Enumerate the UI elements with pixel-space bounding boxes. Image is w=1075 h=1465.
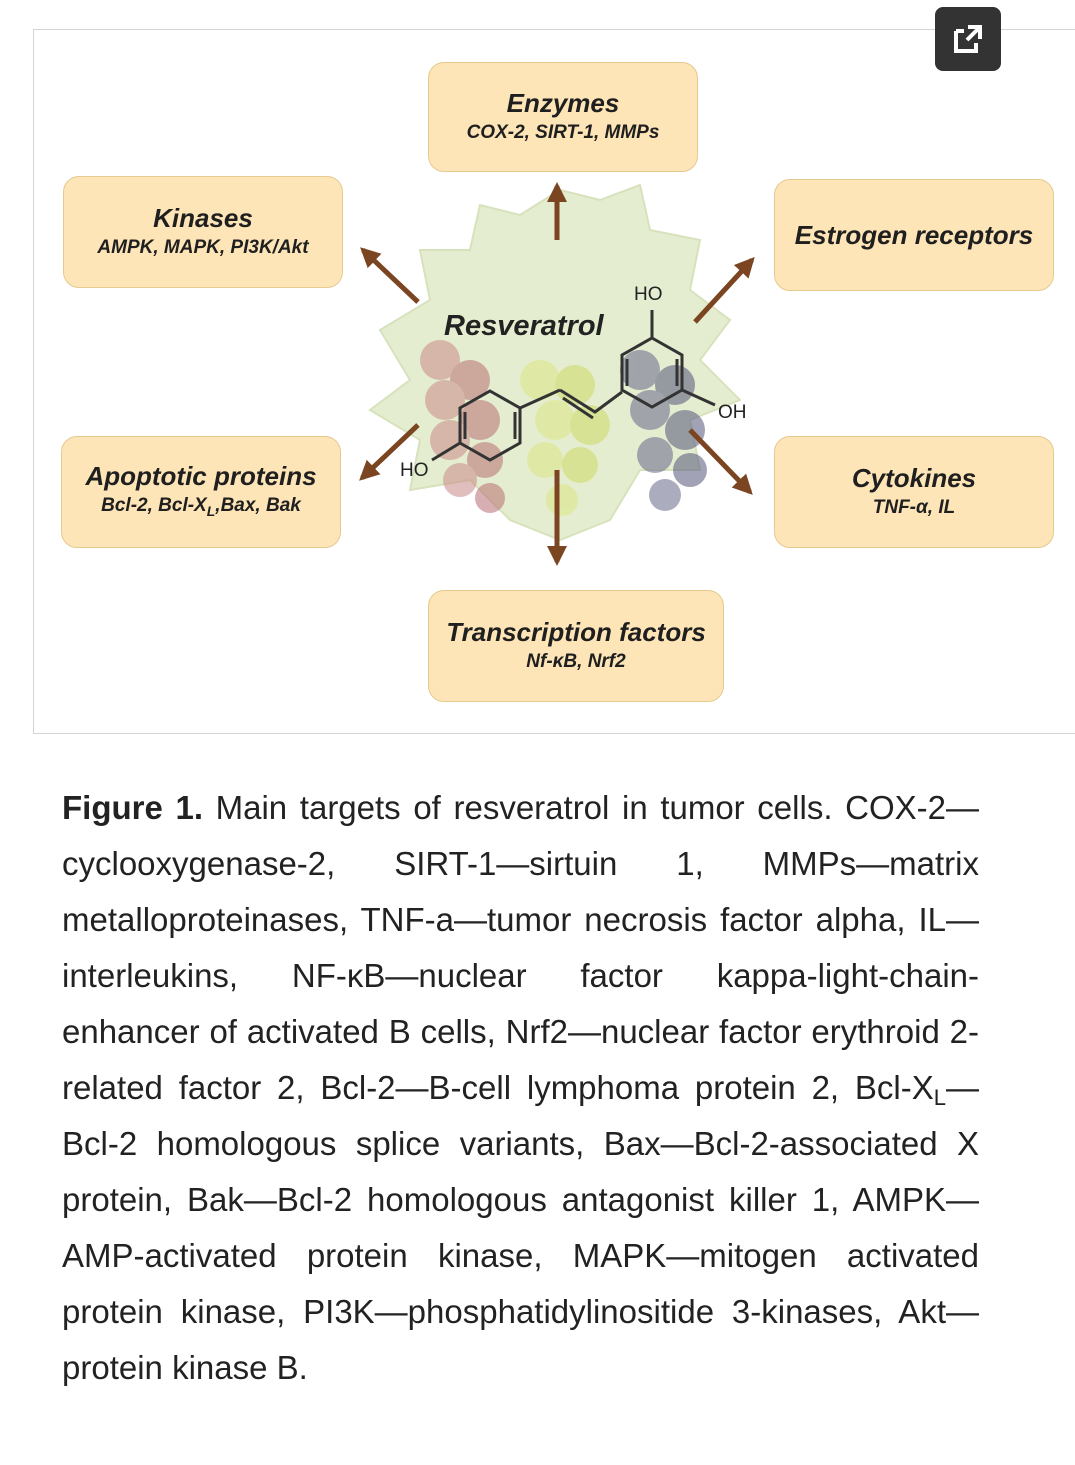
estrogen-title: Estrogen receptors: [794, 220, 1034, 250]
chem-label-oh-right: OH: [718, 402, 747, 423]
cytokines-list: TNF-α, IL: [872, 497, 956, 518]
enzymes-title: Enzymes: [506, 88, 620, 118]
kinases-title: Kinases: [153, 203, 253, 233]
figure-caption: Figure 1. Main targets of resveratrol in…: [62, 780, 979, 1396]
dark-grapes-illustration: [620, 350, 707, 511]
transcription-list: Nf-κB, Nrf2: [526, 651, 626, 672]
kinases-box: Kinases AMPK, MAPK, PI3K/Akt: [63, 176, 343, 288]
kinases-list: AMPK, MAPK, PI3K/Akt: [97, 237, 309, 258]
apoptotic-title: Apoptotic proteins: [85, 460, 317, 491]
arrow-to-apoptotic: [359, 423, 420, 481]
target-arrows: [359, 182, 755, 566]
resveratrol-structure: [431, 310, 716, 462]
caption-subscript: L: [933, 1085, 946, 1110]
caption-text-1: Main targets of resveratrol in tumor cel…: [62, 789, 979, 1106]
cytokines-box: Cytokines TNF-α, IL: [774, 436, 1054, 548]
enzymes-list: COX-2, SIRT-1, MMPs: [466, 122, 660, 143]
estrogen-receptors-box: Estrogen receptors: [774, 179, 1054, 291]
chem-label-ho-top: HO: [634, 284, 663, 305]
arrow-to-estrogen: [693, 257, 755, 324]
arrow-to-cytokines: [688, 428, 753, 495]
diagram-graphic: [359, 182, 755, 566]
apoptotic-list: Bcl-2, Bcl-XL,Bax, Bak: [101, 494, 301, 519]
expand-icon: [954, 25, 982, 53]
green-grapes-illustration: [520, 360, 610, 516]
transcription-title: Transcription factors: [446, 617, 706, 647]
cytokines-title: Cytokines: [851, 463, 977, 493]
arrow-to-kinases: [360, 247, 420, 304]
red-grapes-illustration: [420, 340, 505, 513]
enzymes-box: Enzymes COX-2, SIRT-1, MMPs: [428, 62, 698, 172]
apoptotic-proteins-box: Apoptotic proteins Bcl-2, Bcl-XL,Bax, Ba…: [61, 436, 341, 548]
transcription-factors-box: Transcription factors Nf-κB, Nrf2: [428, 590, 724, 702]
caption-text-2: —Bcl-2 homologous splice variants, Bax—B…: [62, 1069, 979, 1386]
expand-figure-button[interactable]: [935, 7, 1001, 71]
resveratrol-label: Resveratrol: [444, 310, 604, 342]
caption-label: Figure 1.: [62, 789, 203, 826]
chem-label-ho-left: HO: [400, 460, 429, 481]
